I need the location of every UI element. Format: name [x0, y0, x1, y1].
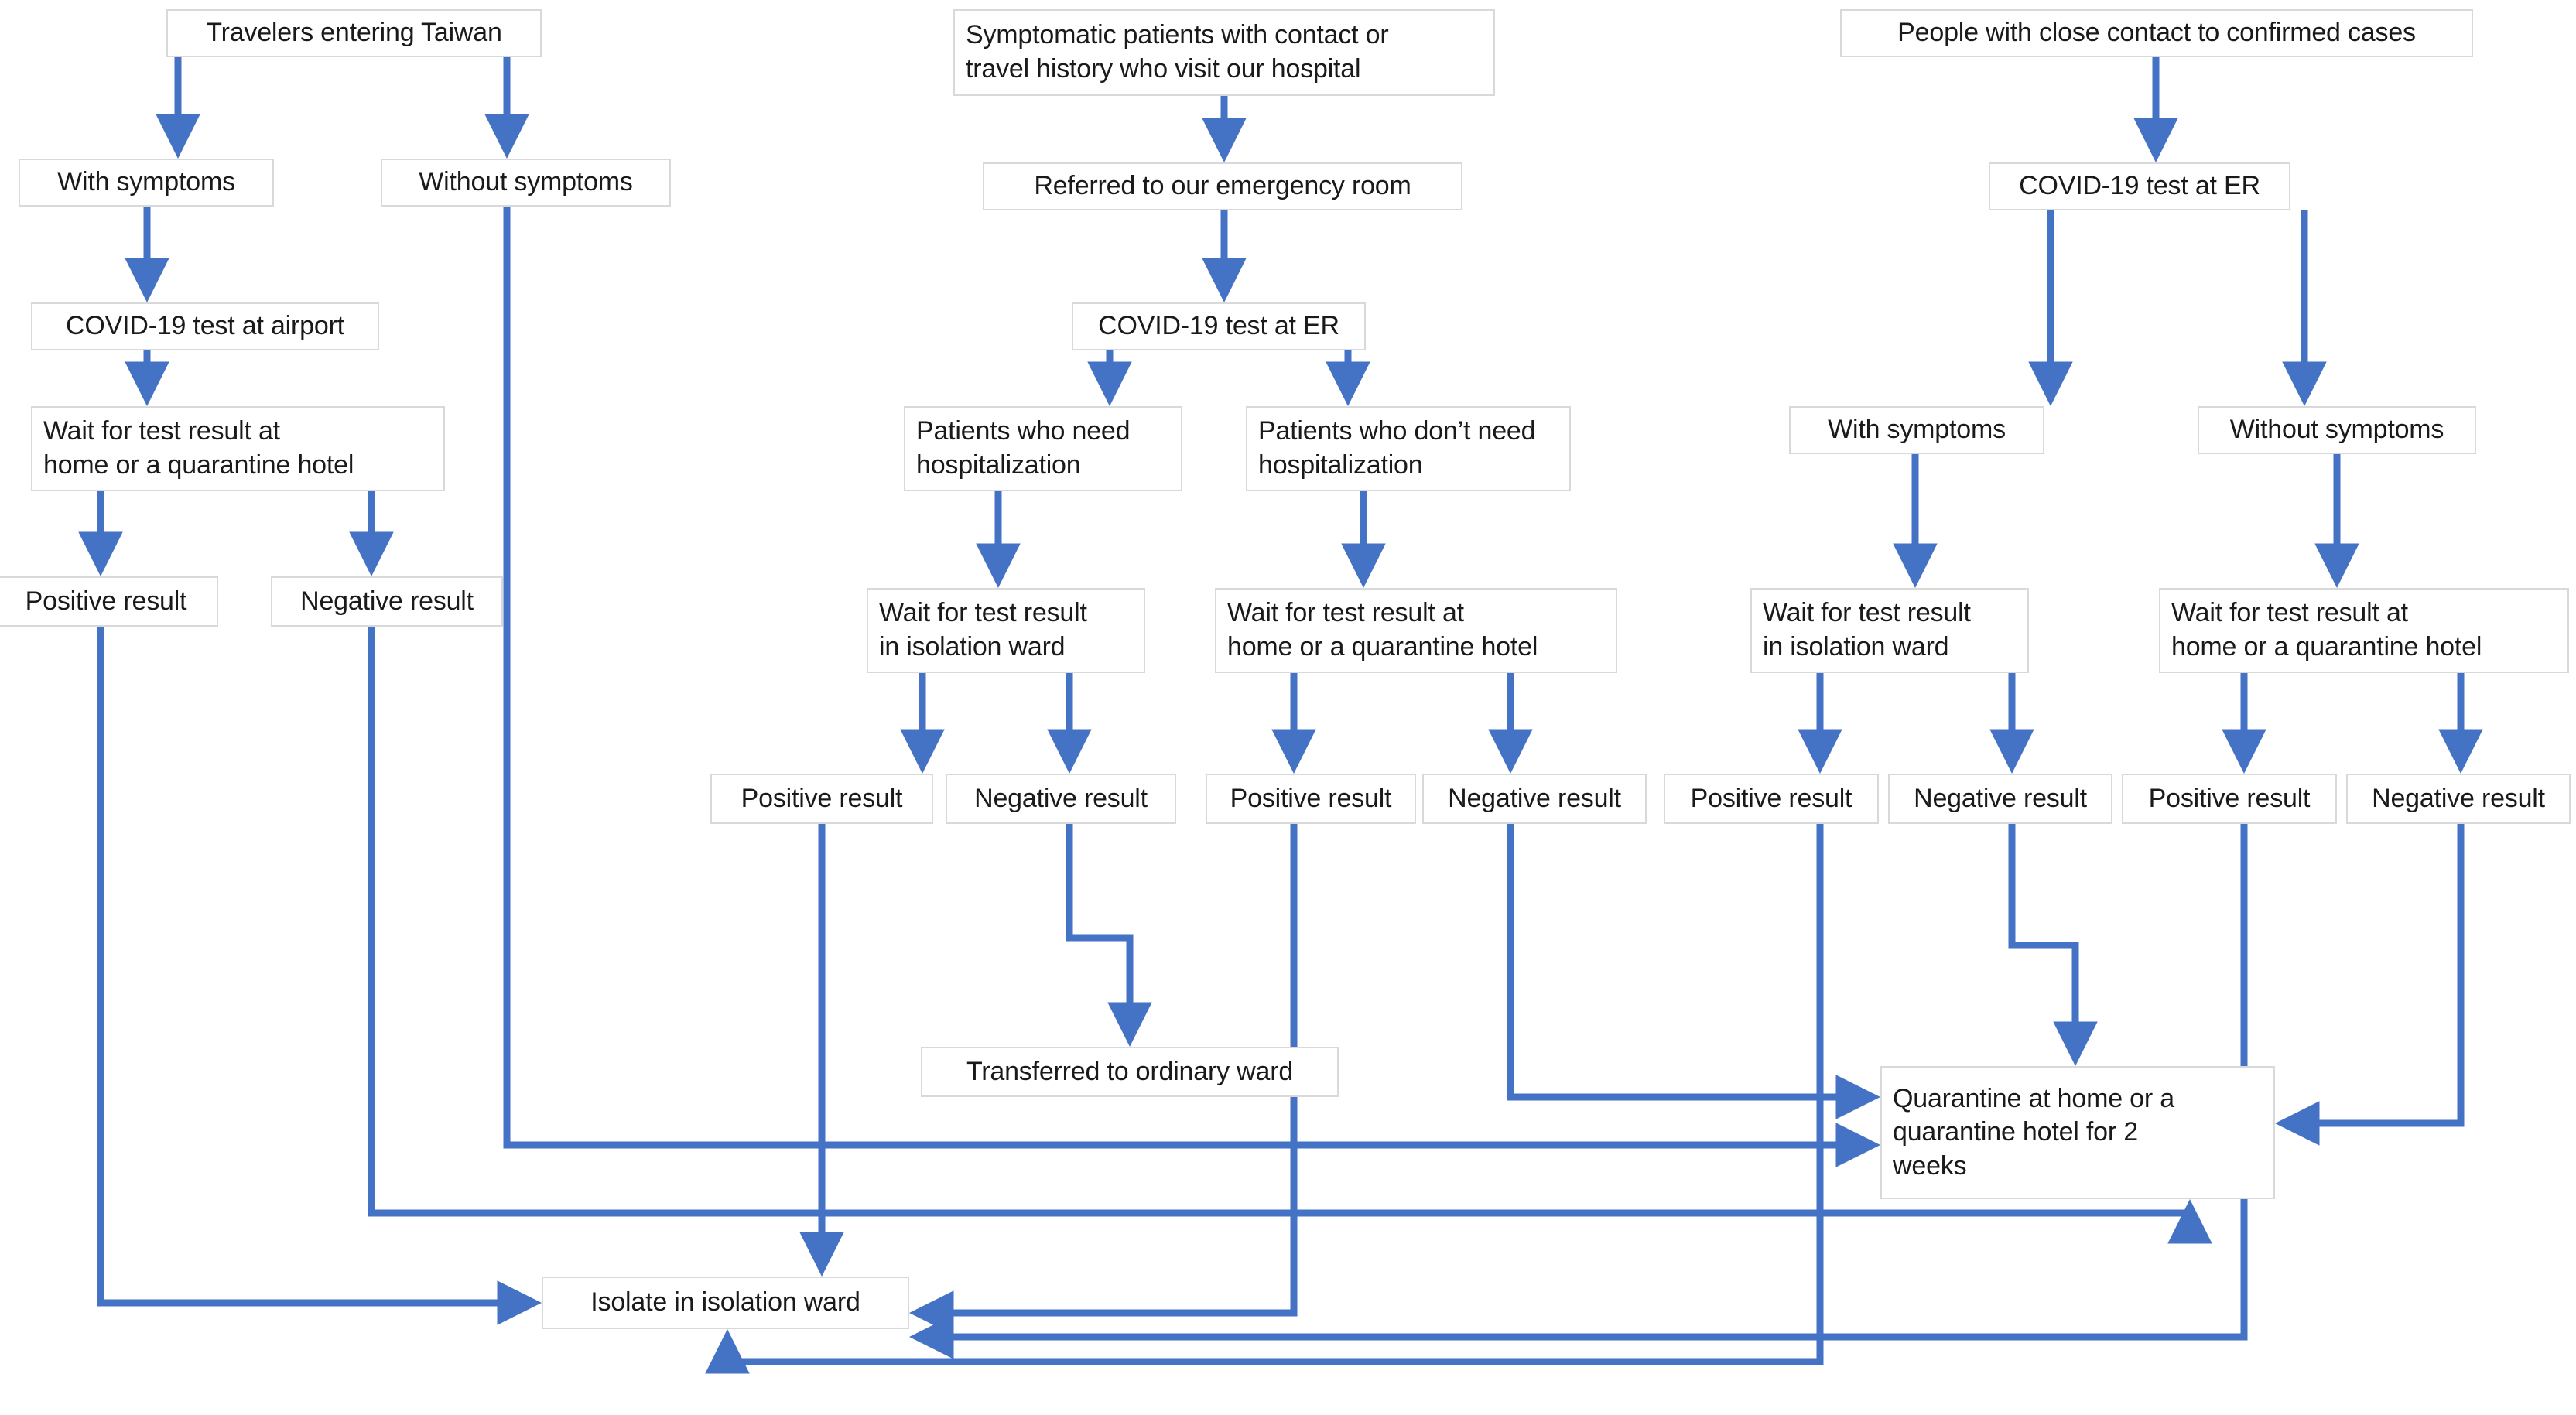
node-label: COVID-19 test at ER — [1098, 311, 1339, 341]
node-label: Positive result — [2148, 783, 2311, 813]
node-label: Positive result — [741, 783, 903, 813]
node-wait-test-result-home-right[interactable]: Wait for test result at home or a quaran… — [2159, 588, 2569, 673]
node-label: Positive result — [1230, 783, 1392, 813]
node-without-symptoms-travelers[interactable]: Without symptoms — [381, 159, 671, 207]
node-label: With symptoms — [57, 167, 235, 197]
node-label: Wait for test result in isolation ward — [1763, 598, 1971, 661]
node-referred-to-emergency-room[interactable]: Referred to our emergency room — [983, 162, 1462, 210]
node-label: With symptoms — [1828, 415, 2006, 445]
node-label: Without symptoms — [419, 167, 633, 197]
node-label: Wait for test result at home or a quaran… — [2171, 598, 2482, 661]
edge-mid-iso-neg-to-ordinary — [1066, 824, 1152, 1047]
node-label: Isolate in isolation ward — [590, 1287, 860, 1318]
node-patients-dont-need-hospitalization[interactable]: Patients who don’t need hospitalization — [1246, 406, 1571, 491]
node-patients-need-hospitalization[interactable]: Patients who need hospitalization — [904, 406, 1182, 491]
node-with-symptoms-contacts[interactable]: With symptoms — [1789, 406, 2044, 454]
node-label: Transferred to ordinary ward — [966, 1056, 1294, 1086]
node-with-symptoms-travelers[interactable]: With symptoms — [19, 159, 274, 207]
node-label: Without symptoms — [2229, 415, 2444, 445]
node-isolate-in-isolation-ward[interactable]: Isolate in isolation ward — [542, 1277, 909, 1329]
node-label: Symptomatic patients with contact or tra… — [966, 20, 1389, 84]
node-covid-test-at-airport[interactable]: COVID-19 test at airport — [31, 302, 379, 350]
node-label: Negative result — [2372, 783, 2545, 813]
node-positive-result-right-isolation[interactable]: Positive result — [1664, 774, 1879, 824]
node-positive-result-middle-isolation[interactable]: Positive result — [710, 774, 933, 824]
node-label: Positive result — [1690, 783, 1852, 813]
node-negative-result-middle-isolation[interactable]: Negative result — [946, 774, 1176, 824]
node-wait-test-result-isolation-ward-right[interactable]: Wait for test result in isolation ward — [1750, 588, 2029, 673]
node-negative-result-right-home[interactable]: Negative result — [2346, 774, 2571, 824]
node-wait-test-result-isolation-ward-middle[interactable]: Wait for test result in isolation ward — [867, 588, 1145, 673]
edge-mid-home-neg-to-quarantine — [1507, 824, 1880, 1119]
node-without-symptoms-contacts[interactable]: Without symptoms — [2198, 406, 2476, 454]
edge-cc-home-neg-to-quarantine — [2275, 824, 2465, 1146]
node-label: Travelers entering Taiwan — [206, 18, 502, 48]
node-label: Referred to our emergency room — [1034, 171, 1411, 201]
node-transferred-to-ordinary-ward[interactable]: Transferred to ordinary ward — [921, 1047, 1339, 1097]
node-wait-test-result-home-middle[interactable]: Wait for test result at home or a quaran… — [1215, 588, 1617, 673]
edge-cc-iso-neg-to-quarantine — [2008, 824, 2098, 1066]
node-label: Patients who need hospitalization — [916, 416, 1131, 480]
node-positive-result-right-home[interactable]: Positive result — [2122, 774, 2337, 824]
node-label: Wait for test result at home or a quaran… — [1227, 598, 1538, 661]
edge-trav-pos-to-isolate — [97, 627, 542, 1325]
node-negative-result-middle-home[interactable]: Negative result — [1422, 774, 1647, 824]
node-travelers-entering-taiwan[interactable]: Travelers entering Taiwan — [166, 9, 542, 57]
node-quarantine-two-weeks[interactable]: Quarantine at home or a quarantine hotel… — [1880, 1066, 2275, 1199]
node-negative-result-travelers[interactable]: Negative result — [271, 576, 503, 627]
node-positive-result-travelers[interactable]: Positive result — [0, 576, 218, 627]
node-label: Wait for test result at home or a quaran… — [43, 416, 354, 480]
node-label: Negative result — [300, 586, 474, 616]
node-label: Negative result — [1914, 783, 2087, 813]
node-label: Positive result — [25, 586, 187, 616]
node-label: Patients who don’t need hospitalization — [1258, 416, 1536, 480]
node-negative-result-right-isolation[interactable]: Negative result — [1888, 774, 2112, 824]
node-label: COVID-19 test at airport — [66, 311, 344, 341]
node-label: Negative result — [1448, 783, 1621, 813]
node-label: Negative result — [974, 783, 1148, 813]
node-label: Quarantine at home or a quarantine hotel… — [1893, 1083, 2174, 1181]
node-label: Wait for test result in isolation ward — [879, 598, 1087, 661]
node-covid-test-at-er-right[interactable]: COVID-19 test at ER — [1989, 162, 2290, 210]
node-people-close-contact[interactable]: People with close contact to confirmed c… — [1840, 9, 2473, 57]
node-wait-test-result-home-travelers[interactable]: Wait for test result at home or a quaran… — [31, 406, 445, 491]
node-label: COVID-19 test at ER — [2019, 171, 2260, 201]
node-positive-result-middle-home[interactable]: Positive result — [1206, 774, 1416, 824]
node-covid-test-at-er-middle[interactable]: COVID-19 test at ER — [1072, 302, 1366, 350]
node-label: People with close contact to confirmed c… — [1897, 18, 2416, 48]
node-symptomatic-patients[interactable]: Symptomatic patients with contact or tra… — [953, 9, 1495, 96]
